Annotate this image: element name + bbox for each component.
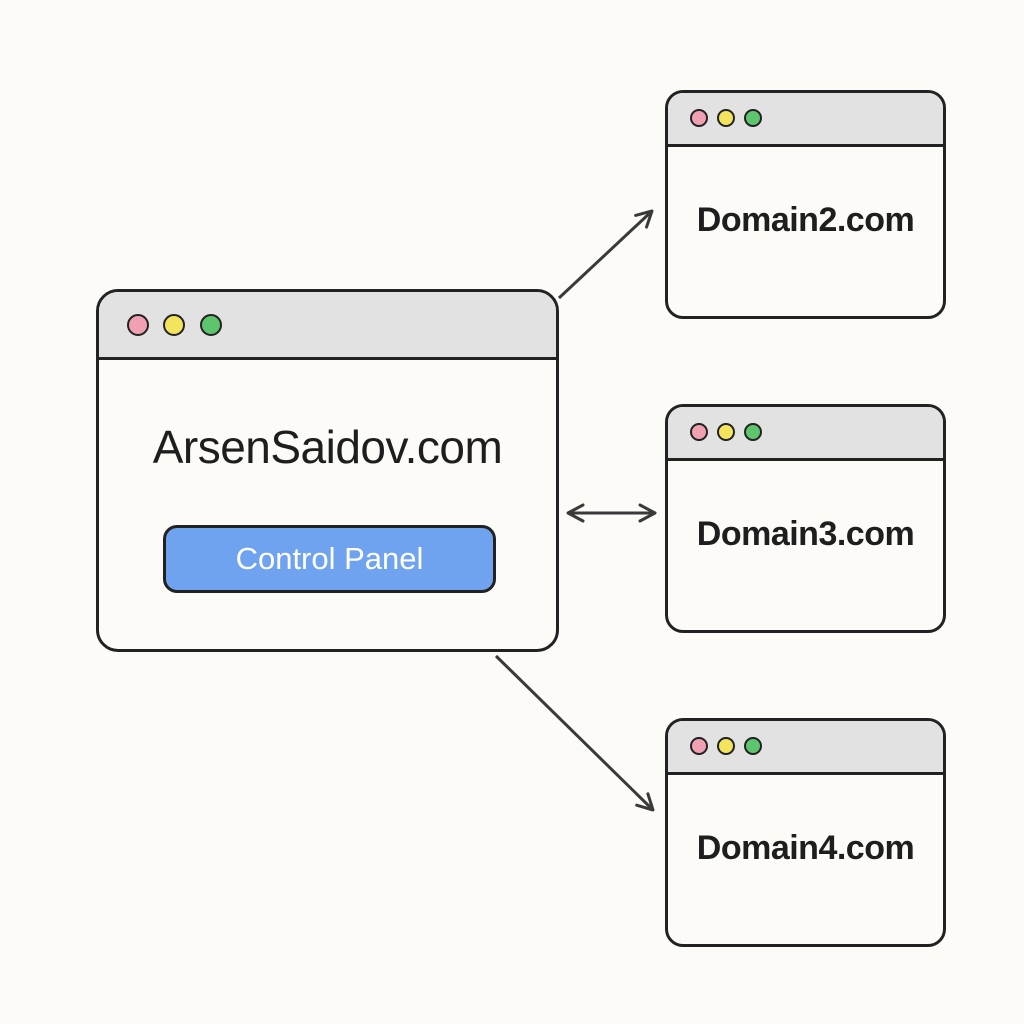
domain4-label: Domain4.com — [696, 829, 915, 867]
minimize-dot-icon — [717, 423, 735, 441]
domain3-label: Domain3.com — [696, 515, 915, 553]
maximize-dot-icon — [744, 423, 762, 441]
main-site-title: ArsenSaidov.com — [152, 421, 503, 473]
domain3-window: Domain3.com — [665, 404, 946, 633]
close-dot-icon — [127, 314, 149, 336]
domain4-titlebar — [668, 721, 943, 775]
minimize-dot-icon — [163, 314, 185, 336]
domain3-titlebar — [668, 407, 943, 461]
close-dot-icon — [690, 737, 708, 755]
maximize-dot-icon — [744, 109, 762, 127]
domain2-window: Domain2.com — [665, 90, 946, 319]
minimize-dot-icon — [717, 737, 735, 755]
domain2-titlebar — [668, 93, 943, 147]
control-panel-button[interactable]: Control Panel — [163, 525, 496, 593]
domain2-label: Domain2.com — [696, 201, 915, 239]
maximize-dot-icon — [200, 314, 222, 336]
arrow-to-domain2 — [557, 209, 654, 300]
main-site-window: ArsenSaidov.com Control Panel — [96, 289, 559, 652]
maximize-dot-icon — [744, 737, 762, 755]
minimize-dot-icon — [717, 109, 735, 127]
main-window-titlebar — [99, 292, 556, 360]
arrow-to-domain4 — [494, 654, 655, 812]
close-dot-icon — [690, 109, 708, 127]
close-dot-icon — [690, 423, 708, 441]
domain4-window: Domain4.com — [665, 718, 946, 947]
